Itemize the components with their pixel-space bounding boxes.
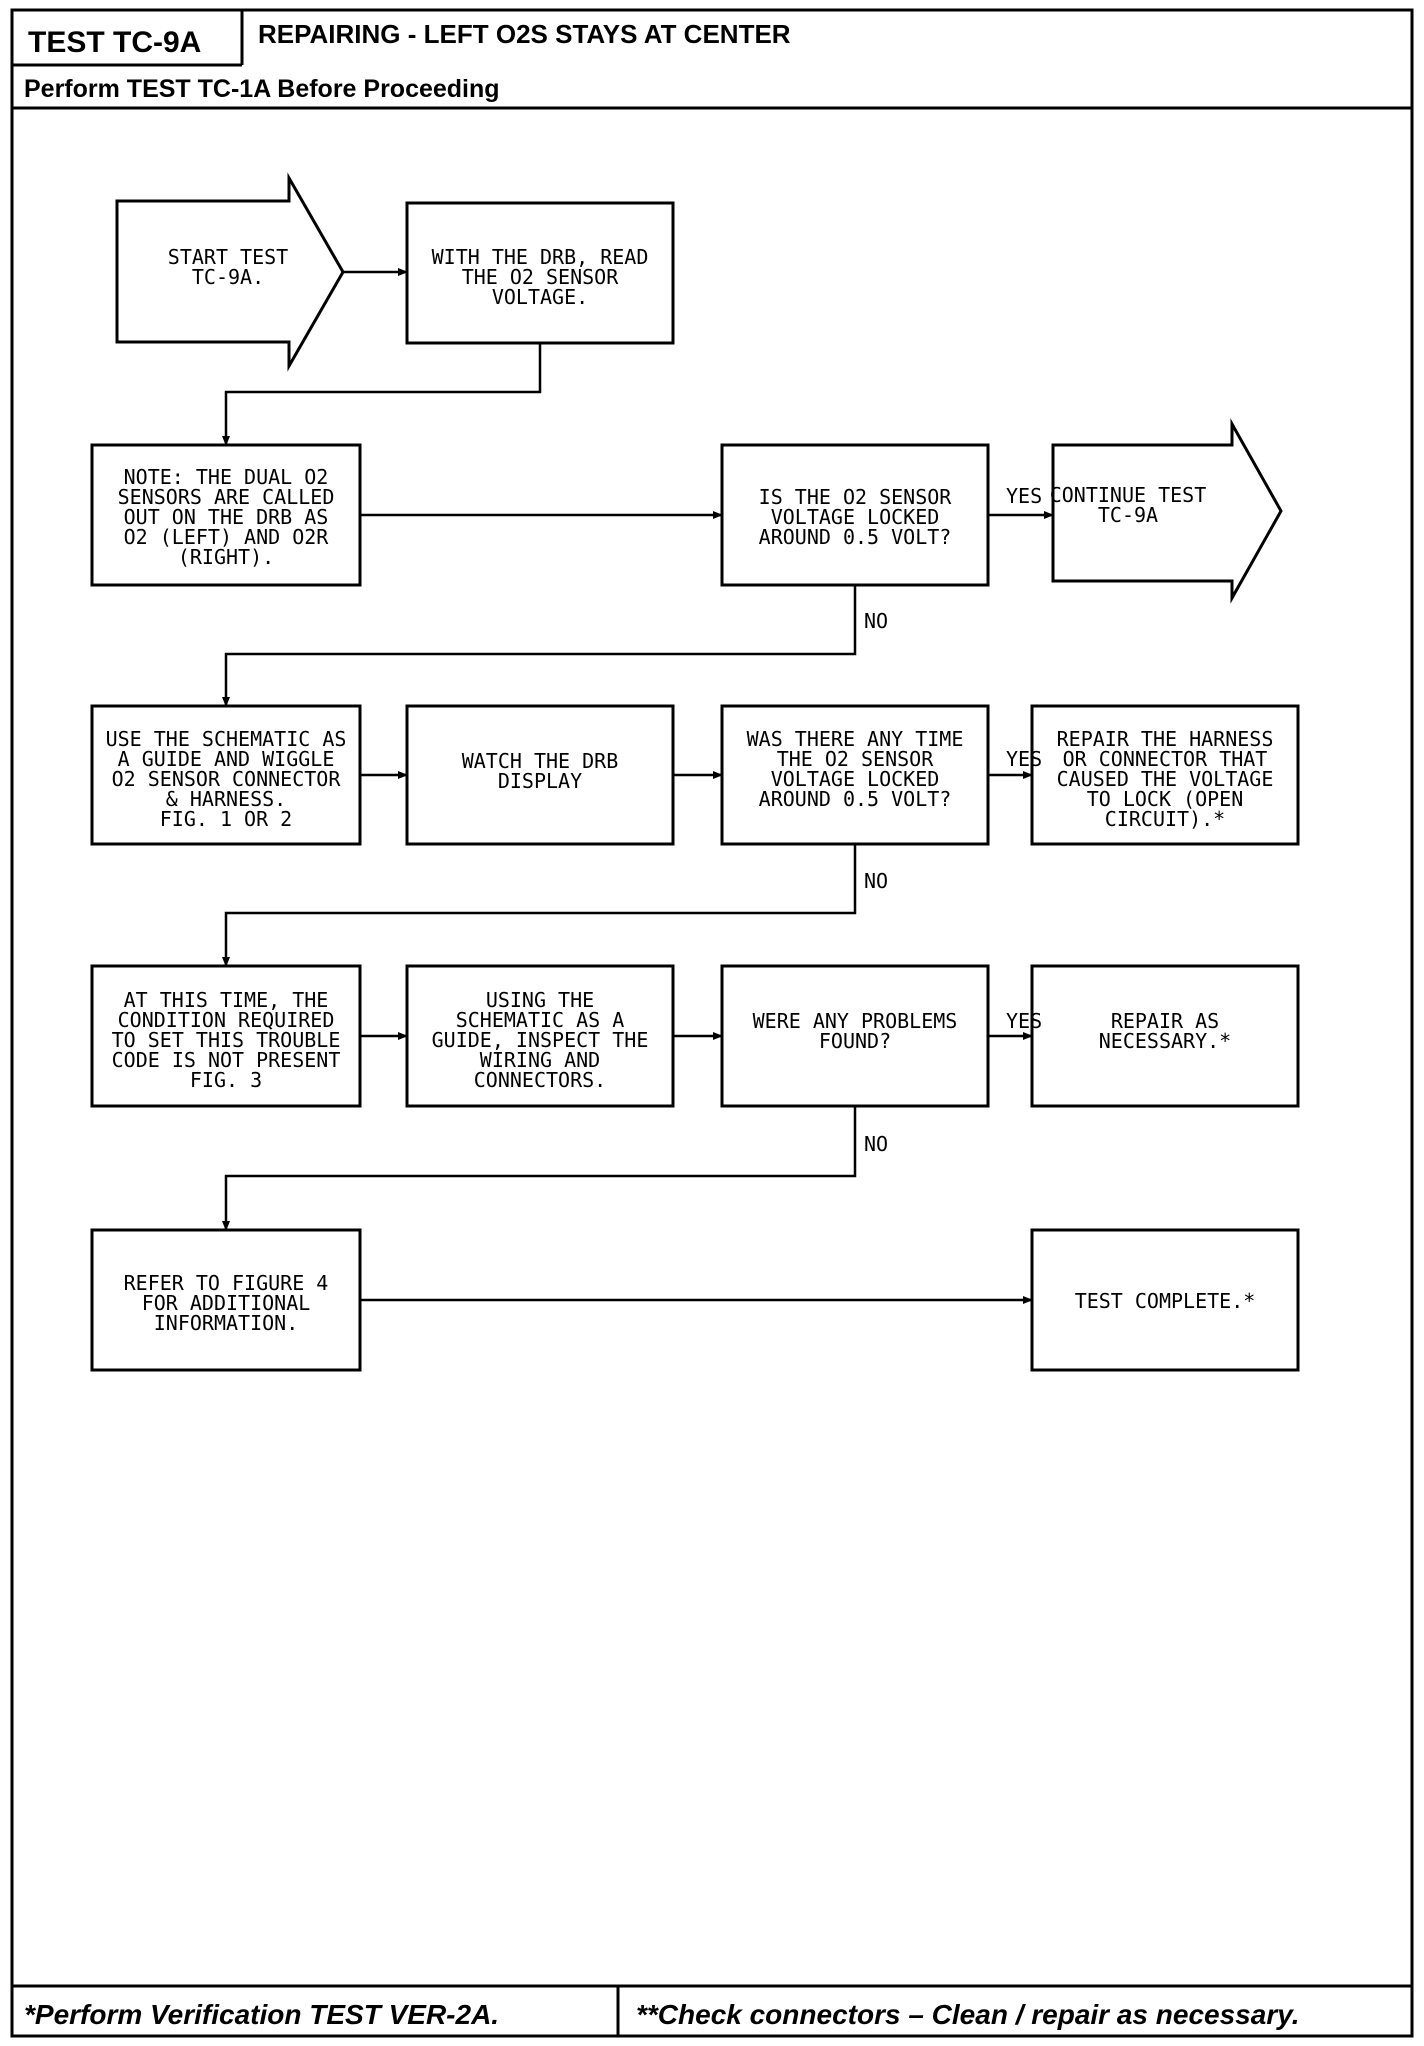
node-text-line: AT THIS TIME, THE (124, 988, 329, 1012)
node-text-line: SCHEMATIC AS A (456, 1008, 625, 1032)
node-text-line: SENSORS ARE CALLED (118, 485, 335, 509)
node-text-line: (RIGHT). (178, 545, 274, 569)
wiggle-text: USE THE SCHEMATIC ASA GUIDE AND WIGGLEO2… (106, 727, 347, 831)
connector-no-to-refer (222, 1106, 857, 1231)
node-text-line: THE O2 SENSOR (462, 265, 619, 289)
connector-no-to-wiggle (222, 585, 857, 707)
yes-label-3: YES (1006, 1009, 1042, 1033)
node-text-line: REPAIR THE HARNESS (1057, 727, 1274, 751)
prerequisite-note: Perform TEST TC-1A Before Proceeding (24, 75, 500, 103)
node-text-line: GUIDE, INSPECT THE (432, 1028, 649, 1052)
node-text-line: FIG. 3 (190, 1068, 262, 1092)
node-text-line: CONDITION REQUIRED (118, 1008, 335, 1032)
node-text-line: FOR ADDITIONAL (142, 1291, 311, 1315)
node-text-line: CIRCUIT).* (1105, 807, 1225, 831)
no-label-2: NO (864, 869, 888, 893)
node-text-line: CAUSED THE VOLTAGE (1057, 767, 1274, 791)
node-text-line: FIG. 1 OR 2 (160, 807, 292, 831)
continue-arrow-shape (1051, 418, 1283, 604)
node-text-line: CODE IS NOT PRESENT (112, 1048, 341, 1072)
footer-right-note: **Check connectors – Clean / repair as n… (636, 1999, 1300, 2030)
node-text-line: VOLTAGE. (492, 285, 588, 309)
node-text-line: TEST COMPLETE.* (1075, 1289, 1256, 1313)
node-text-line: TO LOCK (OPEN (1087, 787, 1244, 811)
node-text-line: NOTE: THE DUAL O2 (124, 465, 329, 489)
page-frame (10, 8, 1414, 2038)
yes-label-1: YES (1006, 484, 1042, 508)
no-label-1: NO (864, 609, 888, 633)
node-text-line: TC-9A (1098, 503, 1158, 527)
node-text-line: & HARNESS. (166, 787, 286, 811)
node-text-line: FOUND? (819, 1029, 891, 1053)
node-text-line: WIRING AND (480, 1048, 600, 1072)
node-text-line: AROUND 0.5 VOLT? (759, 525, 952, 549)
node-text-line: REPAIR AS (1111, 1009, 1219, 1033)
node-text-line: THE O2 SENSOR (777, 747, 934, 771)
node-text-line: O2 (LEFT) AND O2R (124, 525, 330, 549)
node-text-line: INFORMATION. (154, 1311, 299, 1335)
connector-no-to-not-present (222, 844, 857, 967)
node-text-line: IS THE O2 SENSOR (759, 485, 953, 509)
node-text-line: USE THE SCHEMATIC AS (106, 727, 347, 751)
page-title: REPAIRING - LEFT O2S STAYS AT CENTER (258, 19, 791, 49)
node-text-line: REFER TO FIGURE 4 (124, 1271, 329, 1295)
node-text-line: OUT ON THE DRB AS (124, 505, 329, 529)
node-text-line: OR CONNECTOR THAT (1063, 747, 1268, 771)
node-text-line: VOLTAGE LOCKED (771, 767, 940, 791)
node-text-line: USING THE (486, 988, 594, 1012)
node-text-line: CONNECTORS. (474, 1068, 606, 1092)
yes-label-2: YES (1006, 747, 1042, 771)
node-text-line: WATCH THE DRB (462, 749, 619, 773)
test-id: TEST TC-9A (28, 26, 201, 59)
node-text-line: NECESSARY.* (1099, 1029, 1231, 1053)
start-arrow-shape (115, 172, 345, 372)
connector-read-to-note (222, 343, 542, 446)
footer-left-note: *Perform Verification TEST VER-2A. (24, 1999, 499, 2030)
node-text-line: WAS THERE ANY TIME (747, 727, 964, 751)
test-complete-text: TEST COMPLETE.* (1075, 1289, 1256, 1313)
node-text-line: O2 SENSOR CONNECTOR (112, 767, 342, 791)
flowchart-page: TEST TC-9A REPAIRING - LEFT O2S STAYS AT… (10, 8, 1414, 2038)
node-text-line: TC-9A. (192, 265, 264, 289)
no-label-3: NO (864, 1132, 888, 1156)
node-text-line: WERE ANY PROBLEMS (753, 1009, 958, 1033)
node-text-line: A GUIDE AND WIGGLE (118, 747, 335, 771)
node-text-line: TO SET THIS TROUBLE (112, 1028, 341, 1052)
node-text-line: VOLTAGE LOCKED (771, 505, 940, 529)
node-text-line: WITH THE DRB, READ (432, 245, 649, 269)
flowchart-canvas: TEST TC-9A REPAIRING - LEFT O2S STAYS AT… (10, 8, 1414, 2038)
node-text-line: AROUND 0.5 VOLT? (759, 787, 952, 811)
node-text-line: CONTINUE TEST (1050, 483, 1207, 507)
node-text-line: DISPLAY (498, 769, 582, 793)
node-text-line: START TEST (168, 245, 288, 269)
